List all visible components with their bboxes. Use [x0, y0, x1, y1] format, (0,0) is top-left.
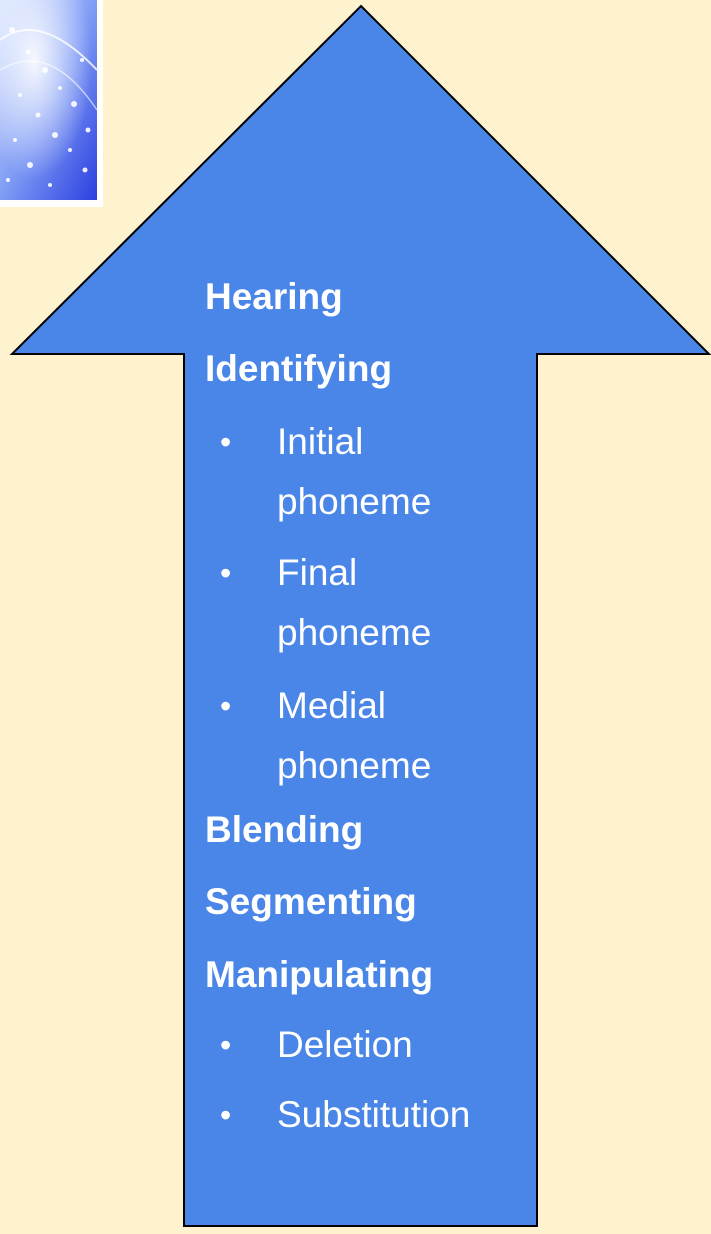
heading-blending: Blending	[205, 809, 364, 850]
bullet-icon: •	[220, 1097, 232, 1133]
bullet-item-text: phoneme	[277, 745, 432, 786]
bullet-item-text: Initial	[277, 421, 364, 462]
bullet-item-text: Substitution	[277, 1094, 471, 1135]
bullet-icon: •	[220, 424, 232, 460]
bullet-item-text: phoneme	[277, 612, 432, 653]
heading-segmenting: Segmenting	[205, 881, 417, 922]
bullet-icon: •	[220, 1027, 232, 1063]
bullet-item-text: Deletion	[277, 1024, 413, 1065]
bullet-item-text: Medial	[277, 685, 386, 726]
heading-manipulating: Manipulating	[205, 954, 434, 995]
up-arrow-shape	[9, 4, 711, 1227]
bullet-icon: •	[220, 555, 232, 591]
water-droplets-image	[0, 0, 103, 207]
bullet-item-text: phoneme	[277, 481, 432, 522]
bullet-item-text: Final	[277, 552, 358, 593]
bullet-icon: •	[220, 688, 232, 724]
heading-hearing: Hearing	[205, 276, 343, 317]
heading-identifying: Identifying	[205, 348, 393, 389]
